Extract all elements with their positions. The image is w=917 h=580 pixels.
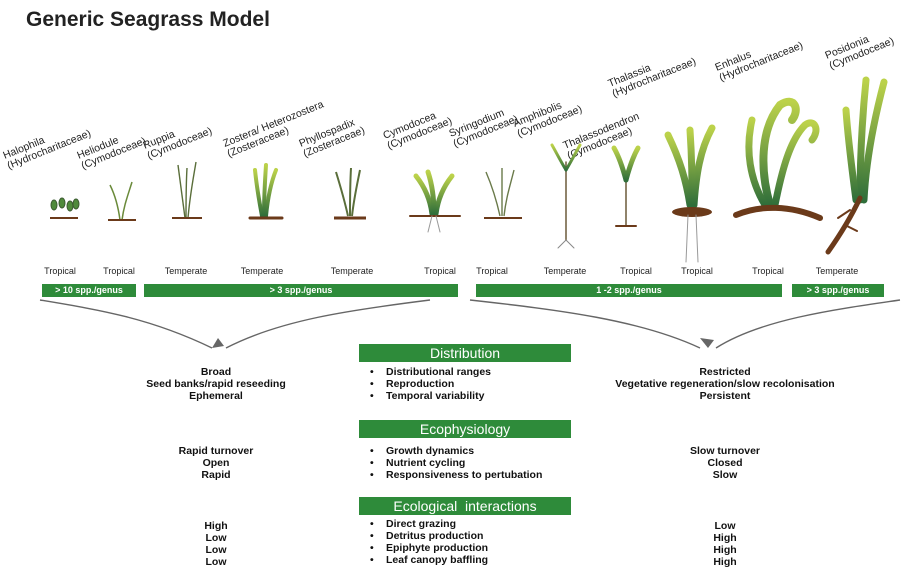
plant-halophila xyxy=(50,197,80,219)
plant-enhalus xyxy=(733,97,823,221)
climate-label: Tropical xyxy=(103,266,135,276)
plant-cymodocea xyxy=(409,169,461,233)
arrow-right-head xyxy=(700,338,714,348)
section-header-distribution: Distribution xyxy=(359,344,571,362)
section-header-ecophysiology: Ecophysiology xyxy=(359,420,571,438)
climate-label: Tropical xyxy=(620,266,652,276)
climate-label: Temperate xyxy=(815,266,859,276)
arrow-left-head xyxy=(212,338,224,348)
climate-label: Tropical xyxy=(424,266,456,276)
ecological-criteria: Direct grazingDetritus productionEpiphyt… xyxy=(370,518,620,566)
species-bar: 1 -2 spp./genus xyxy=(476,284,782,297)
arrow-left-outer xyxy=(39,299,213,349)
plant-amphibolis xyxy=(550,143,582,249)
arrow-right-outer xyxy=(715,299,901,349)
converging-arrows xyxy=(39,299,901,349)
climate-label: Temperate xyxy=(543,266,587,276)
diagram-title: Generic Seagrass Model xyxy=(26,8,270,31)
distribution-criteria: Distributional rangesReproductionTempora… xyxy=(370,366,620,402)
climate-label: Tropical xyxy=(44,266,76,276)
climate-label: Temperate xyxy=(164,266,208,276)
climate-label: Tropical xyxy=(752,266,784,276)
arrow-right-inner xyxy=(469,299,701,349)
species-bar: > 3 spp./genus xyxy=(792,284,884,297)
climate-label: Tropical xyxy=(476,266,508,276)
species-bar: > 10 spp./genus xyxy=(42,284,136,297)
climate-label: Temperate xyxy=(330,266,374,276)
arrow-left-inner xyxy=(225,299,431,349)
plant-syringodium xyxy=(484,168,522,219)
plant-posidonia xyxy=(825,76,888,255)
plant-heliodule xyxy=(108,181,136,221)
climate-label: Tropical xyxy=(681,266,713,276)
seagrass-illustrations xyxy=(50,76,888,263)
plant-zostera xyxy=(248,163,284,220)
climate-label: Temperate xyxy=(240,266,284,276)
plant-thalassodendron xyxy=(611,145,641,227)
plant-ruppia xyxy=(172,161,202,219)
plant-thalassia xyxy=(664,124,716,263)
species-bar: > 3 spp./genus xyxy=(144,284,458,297)
section-header-ecological-interactions: Ecological interactions xyxy=(359,497,571,515)
plant-phyllospadix xyxy=(334,167,366,220)
ecophysiology-criteria: Growth dynamicsNutrient cyclingResponsiv… xyxy=(370,445,620,481)
